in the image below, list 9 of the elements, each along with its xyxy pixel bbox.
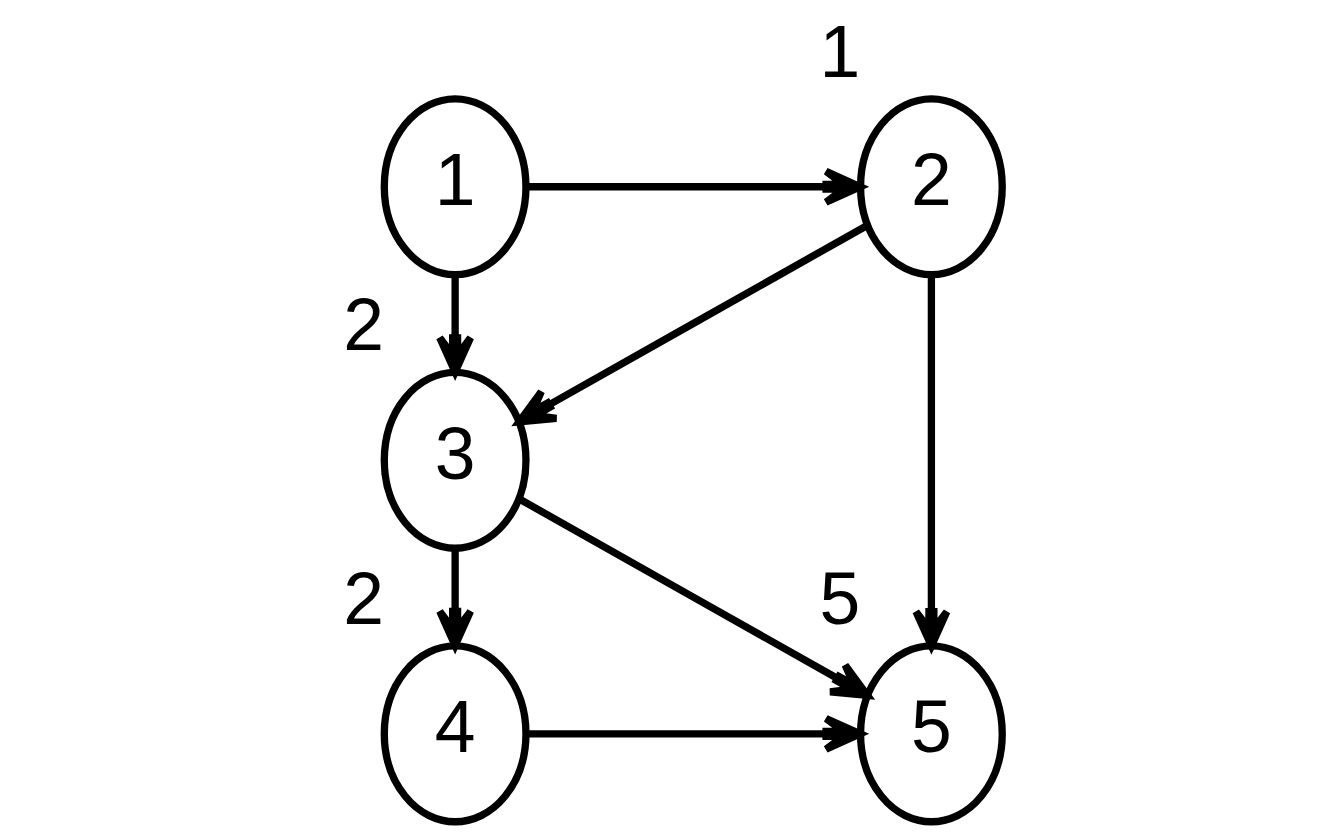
node-label: 2 [342,284,384,367]
node-label: 1 [818,10,860,93]
node-ellipse: 2 [856,95,1006,279]
node-ellipse: 3 [380,368,530,552]
node-label: 2 [342,557,384,640]
node-ellipse: 4 [380,642,530,826]
arrow [514,222,869,426]
node-ellipse: 1 [380,95,530,279]
node-ellipse: 5 [856,642,1006,826]
